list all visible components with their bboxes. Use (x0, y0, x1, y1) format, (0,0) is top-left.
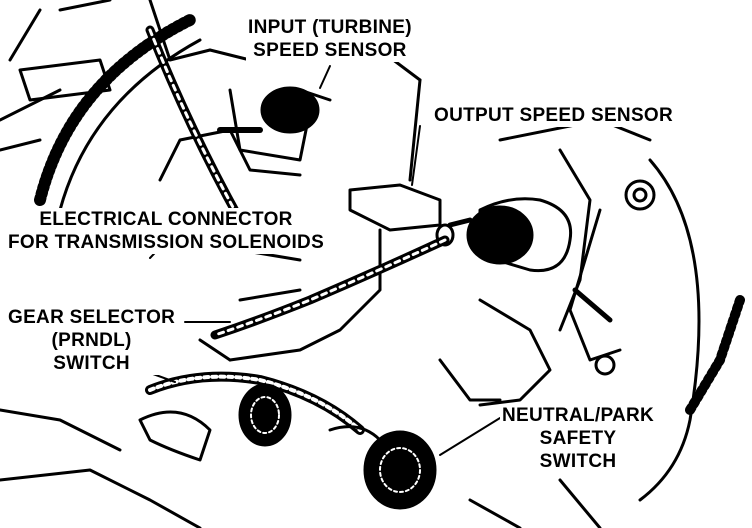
neutral-park-switch (328, 425, 602, 528)
label-line: SPEED SENSOR (253, 40, 407, 61)
right-bracket (568, 158, 745, 502)
label-line: SWITCH (53, 353, 130, 374)
gear-selector-connector (138, 371, 365, 462)
label-line: INPUT (TURBINE) (248, 17, 412, 38)
label-line: SAFETY (539, 428, 617, 449)
label-gear-selector-switch: GEAR SELECTOR (PRNDL) SWITCH (6, 306, 178, 375)
label-line: GEAR SELECTOR (8, 307, 176, 328)
label-input-speed-sensor: INPUT (TURBINE) SPEED SENSOR (246, 16, 414, 62)
label-line: ELECTRICAL CONNECTOR (39, 209, 293, 230)
wiring-harness (145, 25, 450, 340)
label-neutral-park-switch: NEUTRAL/PARK SAFETY SWITCH (500, 404, 657, 473)
label-output-speed-sensor: OUTPUT SPEED SENSOR (432, 104, 676, 127)
mount-boss (18, 0, 212, 102)
label-electrical-connector: ELECTRICAL CONNECTOR FOR TRANSMISSION SO… (6, 208, 327, 254)
label-line: OUTPUT SPEED SENSOR (434, 105, 674, 126)
label-line: SWITCH (539, 451, 617, 472)
label-line: NEUTRAL/PARK (502, 405, 655, 426)
input-speed-sensor (217, 86, 332, 162)
label-line: FOR TRANSMISSION SOLENOIDS (8, 232, 325, 253)
ring-gear (0, 8, 202, 212)
label-line: (PRNDL) (51, 330, 132, 351)
output-speed-sensor (348, 183, 573, 273)
